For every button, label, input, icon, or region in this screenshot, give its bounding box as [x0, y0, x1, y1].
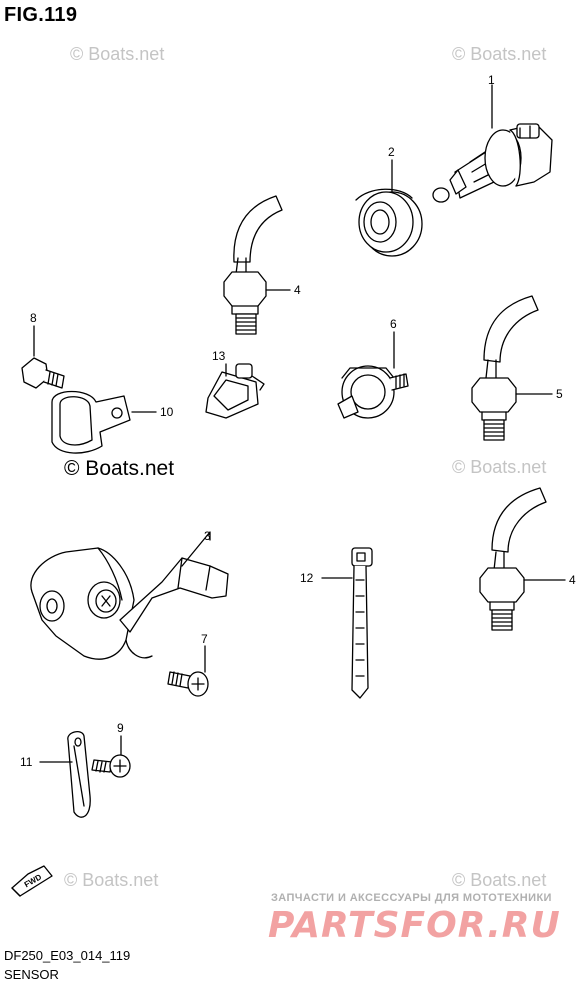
- callout-1: 1: [488, 73, 495, 87]
- part-13-clip: [205, 363, 265, 419]
- part-4-lower-switch: [479, 487, 547, 631]
- part-8-bolt: [21, 357, 65, 389]
- fwd-arrow-icon: [11, 865, 53, 897]
- dealer-subtitle: ЗАПЧАСТИ И АКСЕССУАРЫ ДЛЯ МОТОТЕХНИКИ: [271, 892, 552, 904]
- part-1-sensor: [432, 123, 553, 203]
- callout-11: 11: [20, 755, 33, 769]
- callout-2: 2: [388, 145, 395, 159]
- part-11-strap: [67, 730, 91, 818]
- callout-12: 12: [300, 571, 314, 585]
- part-12-cable-tie: [351, 547, 373, 699]
- callout-8: 8: [30, 311, 37, 325]
- part-10-clamp: [51, 390, 131, 454]
- figure-title: FIG.119: [4, 4, 78, 26]
- diagram-caption: SENSOR: [4, 967, 59, 982]
- watermark-middle-right: © Boats.net: [452, 457, 547, 477]
- watermark-top-right: © Boats.net: [452, 44, 547, 64]
- callout-9: 9: [117, 721, 124, 735]
- part-4-upper-switch: [223, 195, 283, 335]
- callout-4-lower: 4: [569, 573, 576, 587]
- watermark-bottom-right: © Boats.net: [452, 870, 547, 890]
- part-7-screw: [167, 671, 209, 697]
- callout-5: 5: [556, 387, 563, 401]
- part-2-grommet: [355, 188, 423, 257]
- diagram-code: DF250_E03_014_119: [4, 948, 131, 963]
- callout-13: 13: [212, 349, 226, 363]
- part-5-sensor: [471, 295, 539, 441]
- watermark-bottom-left: © Boats.net: [64, 870, 159, 890]
- callout-3: 3: [204, 529, 211, 543]
- watermark-middle-left: © Boats.net: [64, 457, 175, 480]
- part-6-knock-sensor: [337, 365, 409, 419]
- watermark-top-left: © Boats.net: [70, 44, 165, 64]
- callout-7: 7: [201, 632, 208, 646]
- part-3-bracket: [30, 547, 229, 660]
- part-9-screw: [91, 754, 131, 778]
- callout-10: 10: [160, 405, 174, 419]
- callout-4-upper: 4: [294, 283, 301, 297]
- dealer-logo: PARTSFOR.RU: [268, 905, 561, 946]
- callout-6: 6: [390, 317, 397, 331]
